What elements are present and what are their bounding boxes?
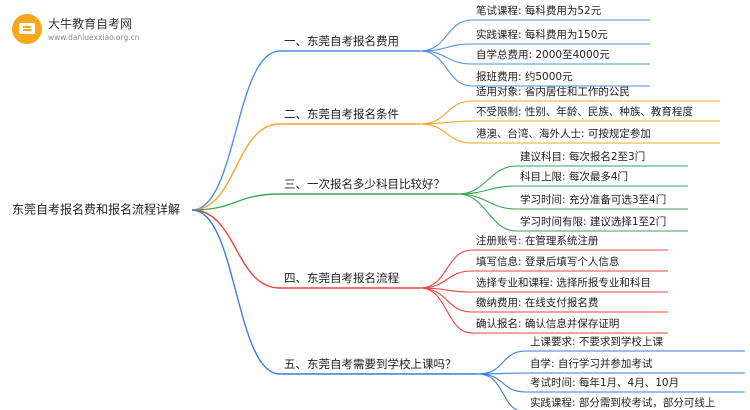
child-node[interactable]: 自学总费用: 2000至4000元 — [476, 48, 610, 61]
child-node[interactable]: 缴纳费用: 在线支付报名费 — [476, 296, 598, 309]
child-node[interactable]: 选择专业和课程: 选择所报专业和科目 — [476, 276, 651, 289]
child-connector — [419, 19, 473, 52]
child-node[interactable]: 建议科目: 每次报名2至3门 — [520, 150, 645, 163]
child-node[interactable]: 实践课程: 部分需到校考试，部分可线上 — [530, 396, 715, 409]
child-node[interactable]: 学习时间有限: 建议选择1至2门 — [520, 215, 666, 228]
branch-connector — [191, 209, 281, 375]
branch-label[interactable]: 四、东莞自考报名流程 — [284, 271, 399, 285]
root-node[interactable]: 东莞自考报名费和报名流程详解 — [12, 202, 180, 217]
child-node[interactable]: 适用对象: 省内居住和工作的公民 — [476, 85, 630, 98]
branch-label[interactable]: 五、东莞自考需要到学校上课吗？ — [284, 357, 457, 371]
child-node[interactable]: 注册账号: 在管理系统注册 — [476, 234, 599, 247]
child-connector — [457, 193, 517, 232]
branch-label[interactable]: 二、东莞自考报名条件 — [284, 107, 399, 121]
child-node[interactable]: 确认报名: 确认信息并保存证明 — [476, 317, 619, 330]
child-connector — [477, 373, 519, 410]
child-connector — [477, 350, 527, 375]
child-connector — [419, 100, 473, 125]
child-node[interactable]: 上课要求: 不要求到学校上课 — [530, 335, 663, 348]
child-connector — [419, 120, 473, 125]
child-connector — [419, 123, 473, 144]
connector-lines — [191, 19, 745, 410]
child-node[interactable]: 考试时间: 每年1月、4月、10月 — [530, 376, 679, 389]
child-node[interactable]: 港澳、台湾、海外人士: 可按规定参加 — [476, 127, 651, 140]
child-connector — [477, 373, 527, 393]
logo-title: 大牛教育自考网 — [48, 17, 133, 31]
child-node[interactable]: 填写信息: 登录后填写个人信息 — [476, 255, 619, 268]
child-node[interactable]: 笔试课程: 每科费用为52元 — [476, 4, 602, 17]
child-connector — [419, 287, 473, 334]
branch-connector — [191, 123, 281, 211]
child-connector — [419, 249, 473, 289]
child-connector — [419, 50, 473, 87]
child-connector — [419, 270, 473, 289]
book-icon — [12, 14, 42, 44]
site-logo[interactable]: 大牛教育自考网 www.daniuexxiao.org.cn — [12, 10, 162, 48]
child-connector — [457, 193, 517, 210]
child-connector — [419, 50, 473, 65]
child-node[interactable]: 学习时间: 充分准备可选3至4门 — [520, 193, 666, 206]
branch-label[interactable]: 三、一次报名多少科目比较好？ — [284, 177, 445, 191]
child-node[interactable]: 科目上限: 每次最多4门 — [520, 170, 628, 183]
branch-connector — [191, 193, 281, 211]
branch-connector — [191, 209, 281, 289]
child-node[interactable]: 自学: 自行学习并参加考试 — [530, 357, 653, 370]
child-node[interactable]: 实践课程: 每科费用为150元 — [476, 28, 608, 41]
child-node[interactable]: 报班费用: 约5000元 — [476, 70, 573, 83]
logo-url: www.daniuexxiao.org.cn — [48, 33, 140, 42]
child-node[interactable]: 不受限制: 性别、年龄、民族、种族、教育程度 — [476, 105, 693, 118]
branch-label[interactable]: 一、东莞自考报名费用 — [284, 34, 399, 48]
branch-connector — [191, 50, 281, 211]
